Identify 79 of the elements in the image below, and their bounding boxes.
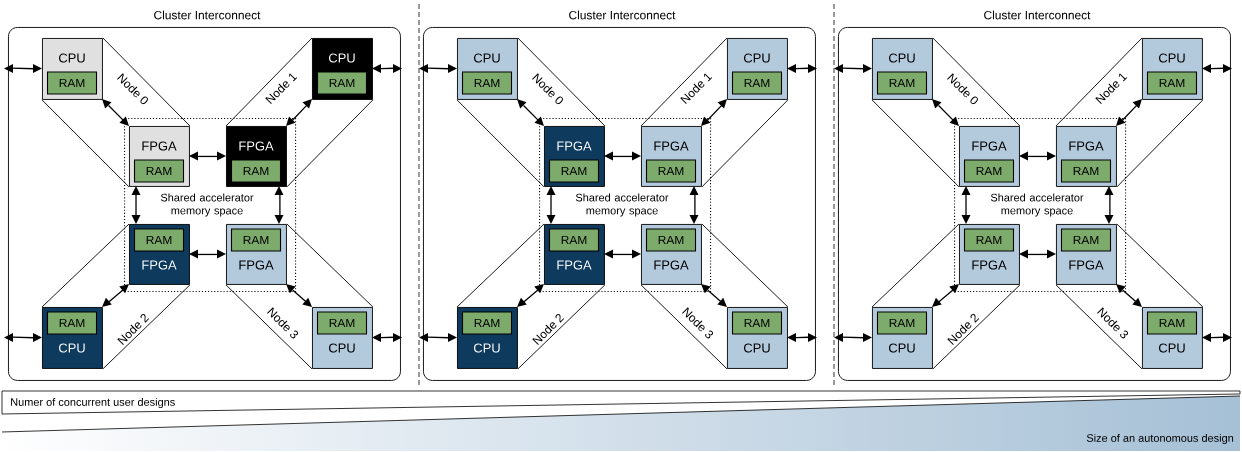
ram-box: RAM: [645, 228, 697, 252]
ram-box: RAM: [876, 311, 928, 335]
double-arrow: [189, 249, 226, 259]
region-label: Shared accelerator memory space: [990, 193, 1084, 217]
double-arrow: [1019, 249, 1056, 259]
double-arrow: [517, 284, 544, 307]
double-arrow: [546, 186, 556, 224]
double-arrow: [701, 284, 727, 307]
ram-box: RAM: [731, 311, 783, 335]
ram-box: RAM: [46, 71, 98, 95]
node-band-outline: [41, 223, 130, 308]
double-arrow: [787, 333, 817, 342]
double-arrow: [517, 99, 544, 126]
double-arrow: [1116, 99, 1142, 126]
double-arrow: [1202, 64, 1232, 73]
ram-box: RAM: [461, 311, 513, 335]
double-arrow: [689, 186, 699, 224]
node-band-outline: [456, 99, 545, 188]
node-band-outline: [1116, 223, 1204, 308]
ram-box: RAM: [548, 228, 600, 252]
ram-box: RAM: [731, 71, 783, 95]
ram-box: RAM: [645, 159, 697, 183]
ram-box: RAM: [1060, 159, 1112, 183]
double-arrow: [834, 333, 872, 342]
double-arrow: [4, 64, 42, 73]
ram-box: RAM: [1146, 71, 1198, 95]
double-arrow: [372, 333, 402, 342]
double-arrow: [604, 249, 641, 259]
double-arrow: [372, 64, 402, 73]
node-band-outline: [456, 223, 545, 308]
ram-box: RAM: [133, 228, 185, 252]
ram-box: RAM: [461, 71, 513, 95]
double-arrow: [787, 64, 817, 73]
ram-box: RAM: [316, 311, 368, 335]
region-label: Shared accelerator memory space: [160, 193, 254, 217]
double-arrow: [1104, 186, 1114, 224]
double-arrow: [604, 151, 641, 161]
node-band-outline: [701, 223, 789, 308]
node-band-outline: [286, 99, 374, 188]
ram-box: RAM: [316, 71, 368, 95]
double-arrow: [4, 333, 42, 342]
ram-box: RAM: [1146, 311, 1198, 335]
node-band-outline: [701, 99, 789, 188]
node-band-outline: [1116, 99, 1204, 188]
double-arrow: [189, 151, 226, 161]
node-band-outline: [41, 99, 130, 188]
double-arrow: [932, 99, 959, 126]
double-arrow: [419, 64, 457, 73]
double-arrow: [419, 333, 457, 342]
ram-box: RAM: [46, 311, 98, 335]
node-band-outline: [102, 37, 191, 127]
ram-box: RAM: [1060, 228, 1112, 252]
double-arrow: [286, 99, 312, 126]
ram-box: RAM: [548, 159, 600, 183]
double-arrow: [1019, 151, 1056, 161]
double-arrow: [961, 186, 971, 224]
panel-title: Cluster Interconnect: [984, 10, 1091, 20]
double-arrow: [286, 284, 312, 307]
double-arrow: [932, 284, 959, 307]
panel-title: Cluster Interconnect: [154, 10, 261, 20]
ram-box: RAM: [230, 159, 282, 183]
double-arrow: [102, 99, 129, 126]
ram-box: RAM: [876, 71, 928, 95]
node-band-outline: [871, 99, 960, 188]
ram-box: RAM: [963, 228, 1015, 252]
ram-box: RAM: [230, 228, 282, 252]
ram-box: RAM: [133, 159, 185, 183]
double-arrow: [102, 284, 129, 307]
node-band-outline: [871, 223, 960, 308]
ram-box: RAM: [963, 159, 1015, 183]
region-label: Shared accelerator memory space: [575, 193, 669, 217]
panel-title: Cluster Interconnect: [569, 10, 676, 20]
double-arrow: [1116, 284, 1142, 307]
double-arrow: [1202, 333, 1232, 342]
double-arrow: [834, 64, 872, 73]
double-arrow: [131, 186, 141, 224]
double-arrow: [274, 186, 284, 224]
double-arrow: [701, 99, 727, 126]
node-band-outline: [286, 223, 374, 308]
